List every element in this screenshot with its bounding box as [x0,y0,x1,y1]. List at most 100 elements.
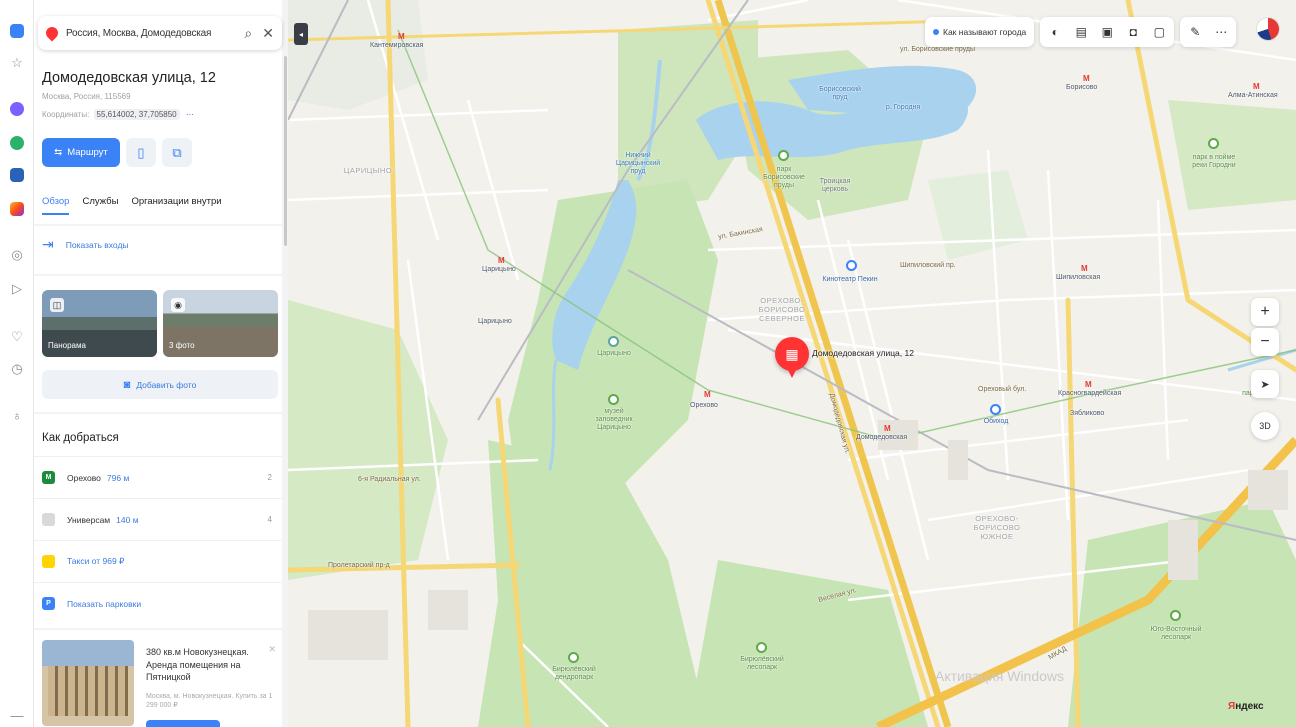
bookmark-icon: ▯ [137,144,145,160]
bookmark-button[interactable]: ▯ [126,138,156,167]
layers-icon[interactable]: ▢ [1153,25,1165,39]
tab-overview[interactable]: Обзор [42,196,70,215]
show-entrances[interactable]: ⇥ Показать входы [42,236,129,253]
train-icon[interactable]: ◘ [1129,25,1137,39]
transport-row-metro[interactable]: М Орехово 796 м 2 [34,456,282,498]
park-icon[interactable] [756,642,767,653]
collapse-panel-button[interactable]: ◂ [294,23,308,45]
metro-label[interactable]: Царицыно [478,318,512,325]
ad-close-icon[interactable]: ✕ [268,644,276,654]
show-entrances-label: Показать входы [65,239,129,250]
zoom-out-button[interactable]: − [1251,328,1279,356]
left-rail: ☆ ◎ ▷ ♡ ◷ ♁ — [0,0,34,727]
panorama-layer-icon[interactable]: ▤ [1075,25,1087,39]
metro-label[interactable]: Кантемировская [370,42,424,49]
poi-label: Кинотеатр Пекин [822,276,878,283]
location-pin-icon [43,24,61,42]
shop-icon[interactable] [990,404,1001,415]
transport-row-stop[interactable]: Универсам 140 м 4 [34,498,282,540]
park-icon[interactable] [568,652,579,663]
route-label: Маршрут [67,147,108,158]
transport-row-parking[interactable]: P Показать парковки [34,582,282,624]
search-box[interactable]: Россия, Москва, Домодедовская ⌕ ✕ [38,16,282,50]
user-avatar[interactable] [1257,18,1279,40]
history-icon[interactable]: ◷ [11,361,23,376]
metro-icon: M [1083,74,1090,83]
parking-label: Показать парковки [67,598,142,609]
tab-organizations[interactable]: Организации внутри [131,196,222,207]
metro-label[interactable]: Шипиловская [1056,274,1101,281]
zoom-in-button[interactable]: + [1251,298,1279,326]
home-icon[interactable] [8,22,26,40]
cinema-icon[interactable] [846,260,857,271]
panorama-photo[interactable]: ◫ Панорама [42,290,157,357]
place-card: Россия, Москва, Домодедовская ⌕ ✕ Домоде… [34,0,282,180]
metro-label[interactable]: Борисово [1066,84,1098,91]
traffic-icon[interactable]: ◐ [1051,25,1059,39]
road-label: 6-я Радиальная ул. [358,476,421,483]
walk-distance: 796 м [106,472,130,483]
photos-gallery[interactable]: ◉ 3 фото [163,290,278,357]
tasks-icon[interactable] [8,134,26,152]
metro-label[interactable]: Красногвардейская [1058,390,1122,397]
transport-row-taxi[interactable]: Такси от 969 ₽ [34,540,282,582]
metro-label[interactable]: Царицыно [482,266,516,273]
gallery-icon[interactable] [8,200,26,218]
metro-icon: M [398,32,405,41]
ruler-icon[interactable]: ✎ [1190,25,1201,39]
coords-label: Координаты: [42,110,90,119]
windows-activation-watermark: Активация Windows [935,668,1065,684]
park-icon[interactable] [1170,610,1181,621]
messenger-icon[interactable] [8,100,26,118]
map-toolbar: Как называют города ◐ ▤ ▣ ◘ ▢ ✎ ⋯ [925,17,1237,47]
metro-label[interactable]: Алма-Атинская [1228,92,1278,99]
how-to-get-card: Как добраться М Орехово 796 м 2 Универса… [34,414,282,628]
share-icon: ⧉ [172,144,182,160]
tab-services[interactable]: Службы [82,196,119,207]
routes-count: 2 [267,473,272,482]
taxi-icon [42,555,55,568]
metro-icon: M [1085,380,1092,389]
route-button[interactable]: ⇆ Маршрут [42,138,120,167]
ad-banner[interactable]: 380 кв.м Новокузнецкая. Аренда помещения… [42,640,282,727]
park-icon[interactable] [1208,138,1219,149]
ad-button[interactable] [146,720,220,727]
play-icon[interactable]: ▷ [12,281,22,296]
city-names-button[interactable]: Как называют города [925,17,1035,47]
pin-icon[interactable]: ♁ [12,407,22,423]
search-icon[interactable]: ⌕ [244,24,253,41]
more-tools-icon[interactable]: ⋯ [1215,25,1228,39]
metro-label[interactable]: Зябликово [1070,410,1105,417]
palace-icon[interactable] [608,336,619,347]
selected-place-pin[interactable]: ▦ [775,337,809,378]
heart-icon[interactable]: ♡ [11,329,23,344]
panel-scrollbar[interactable] [284,56,287,246]
add-photo-button[interactable]: ◙ Добавить фото [42,370,278,399]
park-icon[interactable] [778,150,789,161]
road-label: ул. Борисовские пруды [900,46,976,53]
entrances-card: ⇥ Показать входы [34,226,282,274]
coords-value[interactable]: 55,614002, 37,705850 [93,109,180,120]
metro-icon: M [704,390,711,399]
metro-label[interactable]: Орехово [690,402,718,409]
close-icon[interactable]: ✕ [262,24,274,41]
transport-name: Орехово [67,472,101,483]
video-icon[interactable] [8,166,26,184]
share-button[interactable]: ⧉ [162,138,192,167]
place-address: Москва, Россия, 115569 [42,92,131,101]
search-input[interactable]: Россия, Москва, Домодедовская [66,27,212,39]
coords-more-button[interactable]: ⋯ [185,110,194,119]
bookmarks-icon[interactable]: ☆ [11,55,23,70]
map-base [288,0,1296,727]
metro-label[interactable]: Домодедовская [856,434,908,441]
locate-me-button[interactable]: ➤ [1251,370,1279,398]
music-icon[interactable]: ◎ [11,247,23,262]
museum-icon[interactable] [608,394,619,405]
3d-toggle-button[interactable]: 3D [1251,412,1279,440]
transport-icon[interactable]: ▣ [1101,25,1113,39]
more-icon[interactable]: — [10,707,24,723]
